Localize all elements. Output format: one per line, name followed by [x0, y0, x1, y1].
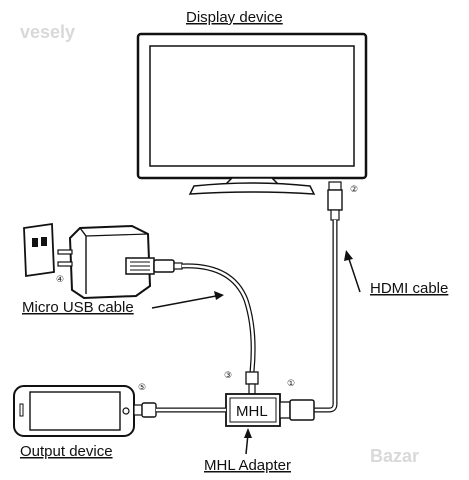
wall-socket	[23, 222, 55, 278]
hdmi-cable-label: HDMI cable	[370, 280, 448, 297]
hdmi-plug-adapter	[279, 399, 315, 421]
watermark-bottom: Bazar	[370, 446, 419, 466]
marker-1: ①	[287, 379, 295, 389]
micro-usb-cable-arrow	[151, 291, 224, 309]
marker-5: ⑤	[138, 383, 146, 393]
mhl-box-text: MHL	[236, 403, 268, 420]
output-device-label: Output device	[20, 443, 113, 460]
output-device-phone	[13, 385, 135, 437]
display-device	[136, 32, 368, 195]
phone-micro-usb-plug	[133, 402, 157, 418]
marker-3: ③	[224, 371, 232, 381]
micro-usb-plug-adapter	[245, 371, 259, 395]
micro-usb-cable-label: Micro USB cable	[22, 299, 134, 316]
usb-power-adapter	[57, 224, 152, 300]
display-device-label: Display device	[186, 9, 283, 26]
hdmi-plug-tv	[327, 181, 343, 221]
marker-2: ②	[350, 185, 358, 195]
marker-4: ④	[56, 275, 64, 285]
micro-usb-cable	[181, 263, 256, 373]
watermark-top: vesely	[20, 22, 75, 42]
mhl-adapter-label: MHL Adapter	[204, 457, 291, 474]
hdmi-cable	[314, 220, 338, 413]
mhl-adapter: MHL	[225, 393, 281, 427]
mhl-adapter-arrow	[244, 428, 252, 455]
hdmi-cable-arrow	[344, 250, 361, 293]
usb-plug	[125, 257, 183, 275]
